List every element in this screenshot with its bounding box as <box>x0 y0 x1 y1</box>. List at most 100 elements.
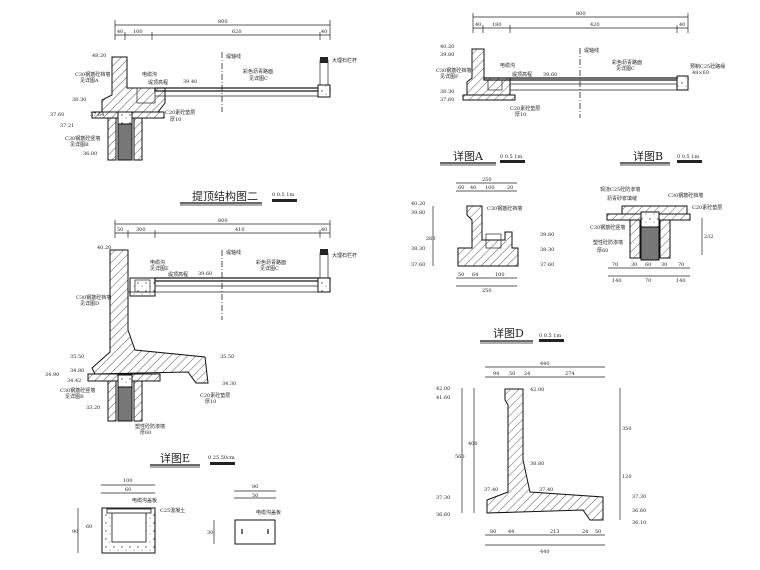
scale-bar <box>500 160 525 163</box>
scale-bar <box>677 160 702 163</box>
scale-label: 0 25 50cm <box>208 455 235 461</box>
dim: 260 <box>426 236 436 242</box>
dim: 30 <box>661 262 667 268</box>
curb <box>317 277 331 293</box>
dim: 20 <box>507 185 513 191</box>
dim: 40 <box>679 22 685 28</box>
label: 堤轴线 <box>226 249 241 256</box>
dim-total: 800 <box>218 19 228 25</box>
elevation-label: 36.60 <box>632 508 646 514</box>
dim: 80 <box>490 529 496 535</box>
label: 堤轴线 <box>226 53 241 60</box>
road-deck <box>154 277 331 282</box>
label: C20素砼垫层 <box>200 392 230 399</box>
cutoff-wall <box>117 121 133 161</box>
dim: 300 <box>136 227 146 233</box>
label: 见详图A <box>80 77 99 84</box>
curb <box>317 84 331 98</box>
detail-title: 详图A <box>453 149 484 163</box>
elevation-label: 39.60 <box>543 72 557 78</box>
dim: 40 <box>321 29 327 35</box>
dim: 410 <box>235 227 245 233</box>
label: C30钢筋砼挡墙 <box>668 192 703 199</box>
elevation-label: 39.80 <box>540 232 554 238</box>
elevation-label: 36.60 <box>436 512 450 518</box>
dim: 40 <box>475 22 481 28</box>
label: 厚60 <box>140 430 151 436</box>
elevation-label: 36.10 <box>632 520 646 526</box>
dim: 50 <box>252 493 258 499</box>
label: 塑性砼防渗墙 <box>593 239 623 246</box>
elevation-label: 48.20 <box>92 53 106 59</box>
railing-cap <box>320 57 328 63</box>
dim: 60 <box>125 487 131 493</box>
label: C30钢筋砼挡墙 <box>487 205 522 212</box>
dim: 274 <box>565 371 575 377</box>
dim: 40 <box>117 29 123 35</box>
dimension-line: 800 40 180 420 40 <box>472 11 689 33</box>
label: 电缆沟 <box>150 259 165 266</box>
detail-e: 详图E 0 25 50cm 100 60 90 60 电缆沟盖板 C25混凝土 … <box>72 451 281 554</box>
dim: 50 <box>509 371 515 377</box>
dim: 250 <box>482 288 492 294</box>
label: 现浇C25砼防渗墙 <box>600 186 640 193</box>
dim: 24 <box>582 529 588 535</box>
dim: 120 <box>622 474 632 480</box>
dim: 30 <box>207 530 213 536</box>
elevation-label: 34.90 <box>45 372 59 378</box>
dim: 64 <box>472 272 478 278</box>
concrete-cap <box>640 211 660 228</box>
elevation-label: 41.60 <box>436 395 450 401</box>
section-drawing-2: 提顶结构图二 0 0.5 1m 800 50 300 410 40 40.20 … <box>45 189 357 436</box>
label: C20素砼垫层 <box>510 105 540 112</box>
dim: 400 <box>468 441 478 447</box>
section-drawing-1: 800 40 100 620 40 48.20 38.30 37.60 37.2… <box>50 19 357 161</box>
scale-bar <box>539 339 564 342</box>
dim: 50 <box>595 529 601 535</box>
pile-wall <box>107 117 117 161</box>
scale-label: 0 0.5 1m <box>500 154 522 160</box>
pile-wall <box>629 219 641 259</box>
elevation-label: 36.00 <box>83 151 97 157</box>
elevation-label: 34.42 <box>67 378 81 384</box>
cable-trench <box>129 277 156 297</box>
dim: 50 <box>117 227 123 233</box>
label: 见详图D <box>80 300 99 307</box>
elevation-label: 40.20 <box>411 201 425 207</box>
label: 塑性砼防渗墙 <box>135 423 165 430</box>
label: 大理石栏杆 <box>332 57 357 64</box>
elevation-label: 38.30 <box>440 89 454 95</box>
pile-wall <box>133 380 143 422</box>
drawing-title: 提顶结构图二 <box>192 189 258 203</box>
dim: 100 <box>485 185 495 191</box>
retaining-wall <box>91 249 209 384</box>
dim: 140 <box>612 278 622 284</box>
detail-b: 详图B 0 0.5 1m 70 30 60 30 70 140 70 140 2… <box>590 149 722 284</box>
label: 厚10 <box>205 399 216 405</box>
dim: 60 <box>86 524 92 530</box>
label: C30钢筋砼挡墙 <box>436 67 471 74</box>
railing <box>319 252 329 279</box>
label: 电缆沟 <box>500 62 515 69</box>
dim: 350 <box>622 426 632 432</box>
elevation-label: 37.40 <box>484 487 498 493</box>
detail-title: 详图E <box>160 451 190 465</box>
dim: 140 <box>676 278 686 284</box>
label: 堤顶高程 <box>148 79 168 86</box>
elevation-label: 39.80 <box>440 52 454 58</box>
dim: 100 <box>133 29 143 35</box>
label: 见详图C <box>249 75 268 82</box>
elevation-label: 42.00 <box>530 387 544 393</box>
label: 见详图B <box>65 393 84 400</box>
label: 堤轴线 <box>584 47 599 54</box>
label: 彩色沥青路面 <box>243 68 273 75</box>
cable-trench <box>485 233 502 249</box>
elevation-label: 39.60 <box>198 271 212 277</box>
pile-wall <box>133 117 143 161</box>
dim: 60 <box>645 262 651 268</box>
label: 沥青砂浆填缝 <box>607 195 637 202</box>
dim: 70 <box>612 262 618 268</box>
detail-title: 详图B <box>633 149 663 163</box>
dim-total: 800 <box>576 11 586 17</box>
